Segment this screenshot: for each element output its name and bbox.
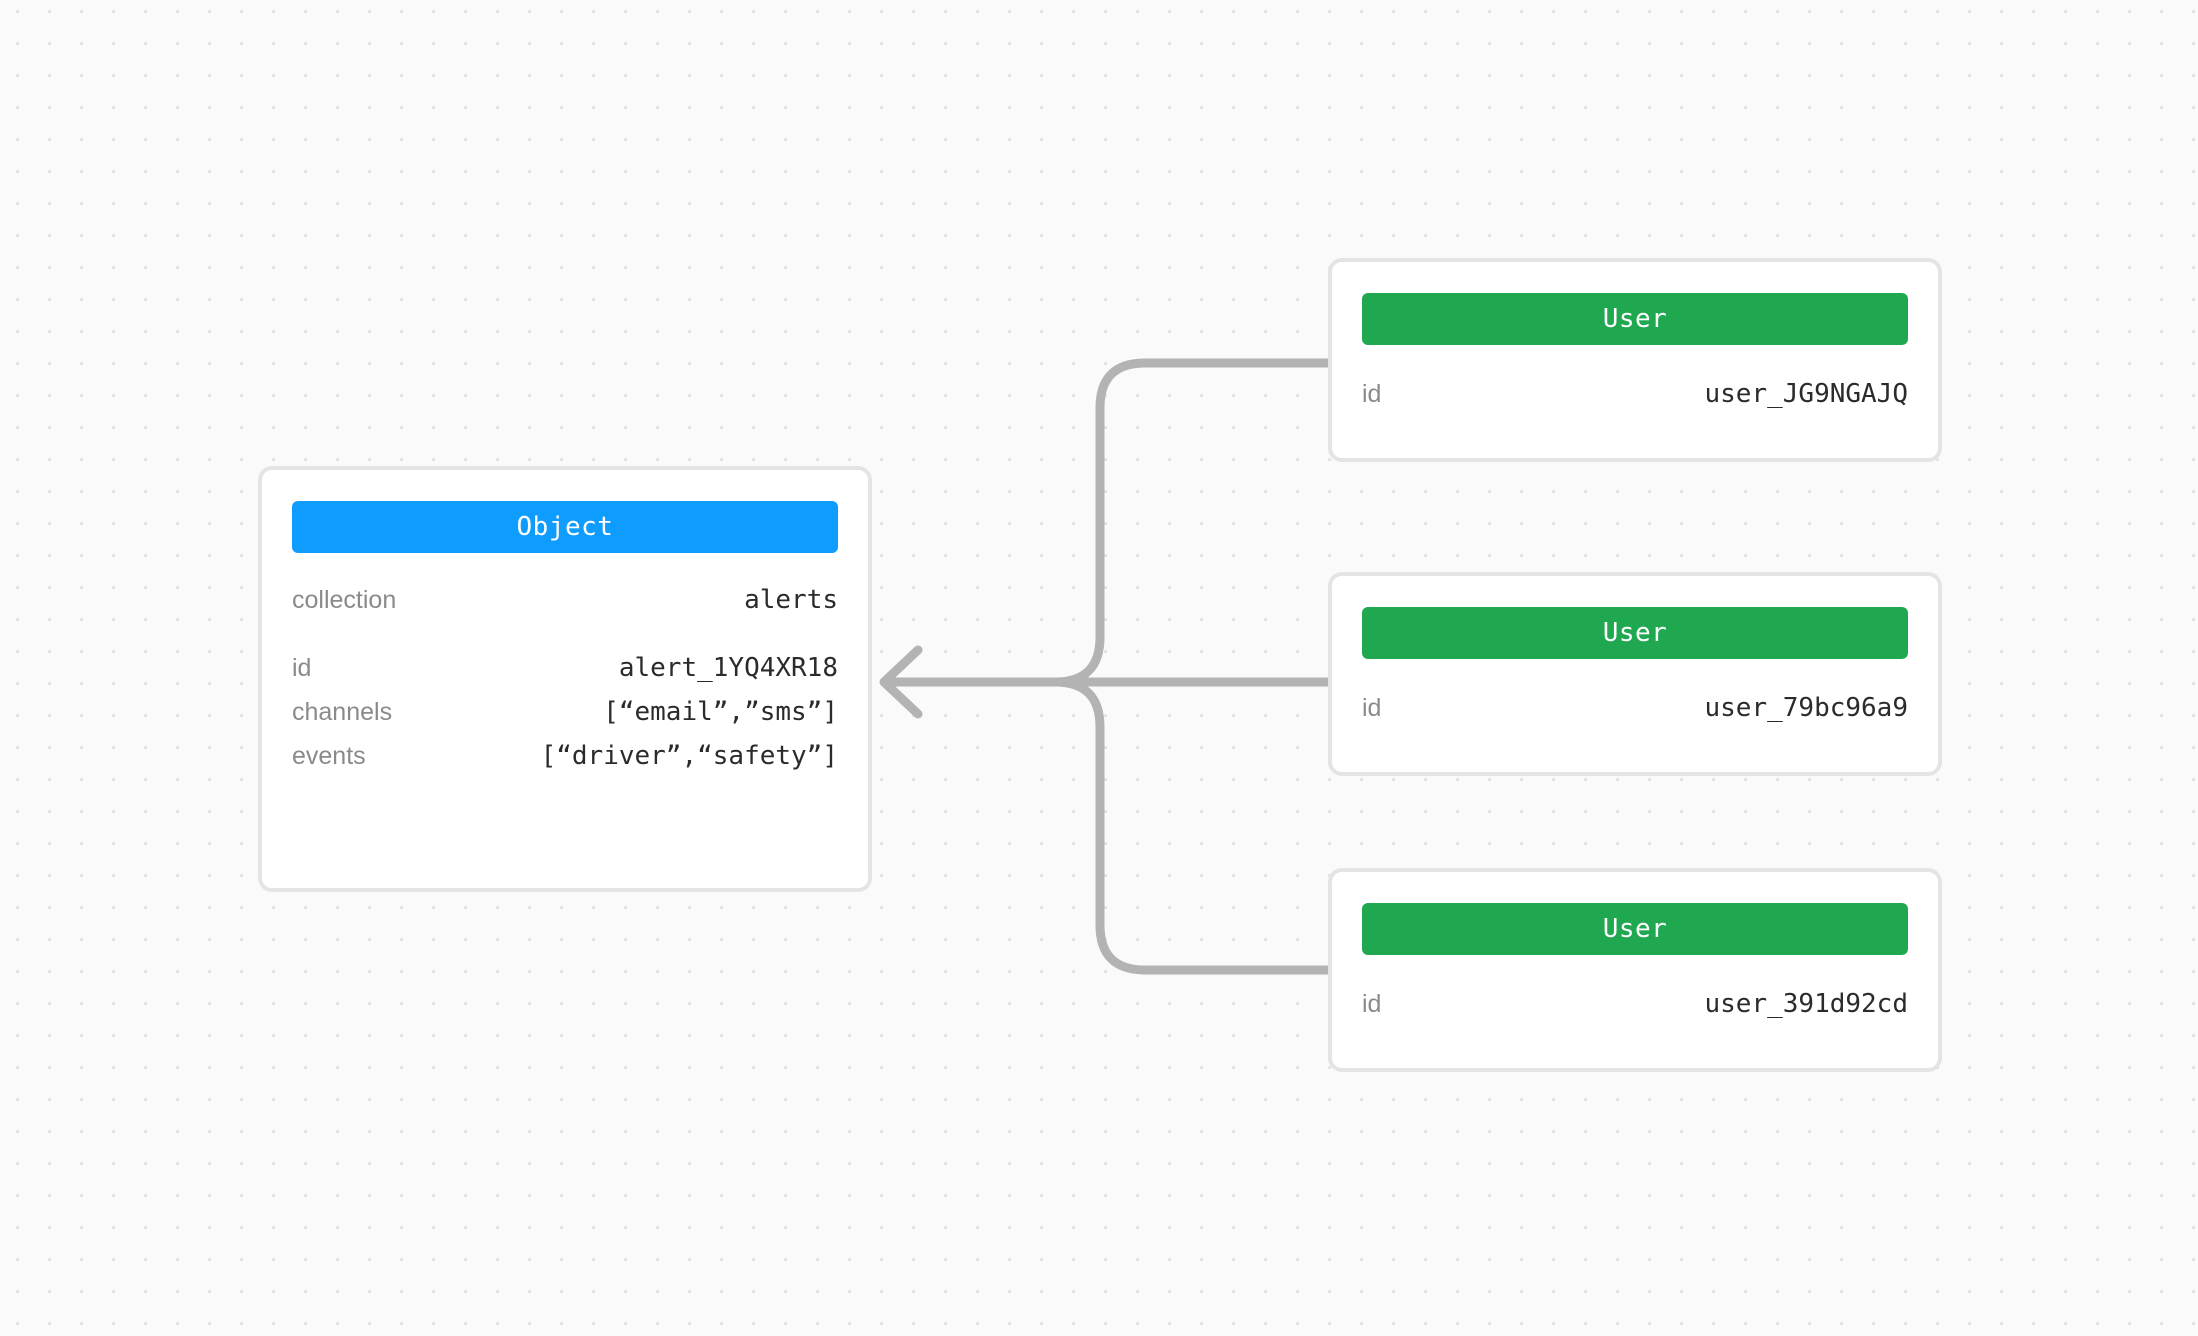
field-value: user_JG9NGAJQ [1704, 379, 1909, 409]
node-user-1-fields: id user_JG9NGAJQ [1362, 379, 1908, 409]
field-value: [“driver”,“safety”] [540, 741, 838, 771]
arrow-into-object-icon [879, 645, 923, 719]
edge-user-3-to-object [885, 677, 1335, 975]
node-user-1-header: User [1362, 293, 1908, 345]
node-user-2-fields: id user_79bc96a9 [1362, 693, 1908, 723]
field-row: id user_391d92cd [1362, 989, 1908, 1019]
field-value: [“email”,”sms”] [603, 697, 838, 727]
field-row: events [“driver”,“safety”] [292, 741, 838, 771]
edge-user-1-to-object [885, 358, 1335, 687]
field-key: id [1362, 990, 1382, 1018]
node-object-title: Object [516, 512, 614, 542]
node-user-3[interactable]: User id user_391d92cd [1328, 868, 1942, 1072]
field-value: alert_1YQ4XR18 [618, 653, 838, 683]
field-row: id user_JG9NGAJQ [1362, 379, 1908, 409]
field-key: id [1362, 694, 1382, 722]
field-row: channels [“email”,”sms”] [292, 697, 838, 727]
node-user-2[interactable]: User id user_79bc96a9 [1328, 572, 1942, 776]
field-row: id alert_1YQ4XR18 [292, 653, 838, 683]
field-row: id user_79bc96a9 [1362, 693, 1908, 723]
field-value: alerts [744, 585, 838, 615]
node-user-2-title: User [1602, 618, 1668, 648]
node-object-header: Object [292, 501, 838, 553]
node-user-3-fields: id user_391d92cd [1362, 989, 1908, 1019]
field-key: collection [292, 586, 397, 614]
node-object-primary-fields: collection alerts [292, 585, 838, 615]
field-key: id [1362, 380, 1382, 408]
node-user-2-header: User [1362, 607, 1908, 659]
field-key: id [292, 654, 312, 682]
field-value: user_79bc96a9 [1704, 693, 1909, 723]
node-object[interactable]: Object collection alerts id alert_1YQ4XR… [258, 466, 872, 892]
field-value: user_391d92cd [1704, 989, 1909, 1019]
field-row: collection alerts [292, 585, 838, 615]
node-object-fields: id alert_1YQ4XR18 channels [“email”,”sms… [292, 653, 838, 771]
node-user-1[interactable]: User id user_JG9NGAJQ [1328, 258, 1942, 462]
node-user-3-title: User [1602, 914, 1668, 944]
node-user-3-header: User [1362, 903, 1908, 955]
field-key: channels [292, 698, 393, 726]
field-key: events [292, 742, 366, 770]
node-user-1-title: User [1602, 304, 1668, 334]
